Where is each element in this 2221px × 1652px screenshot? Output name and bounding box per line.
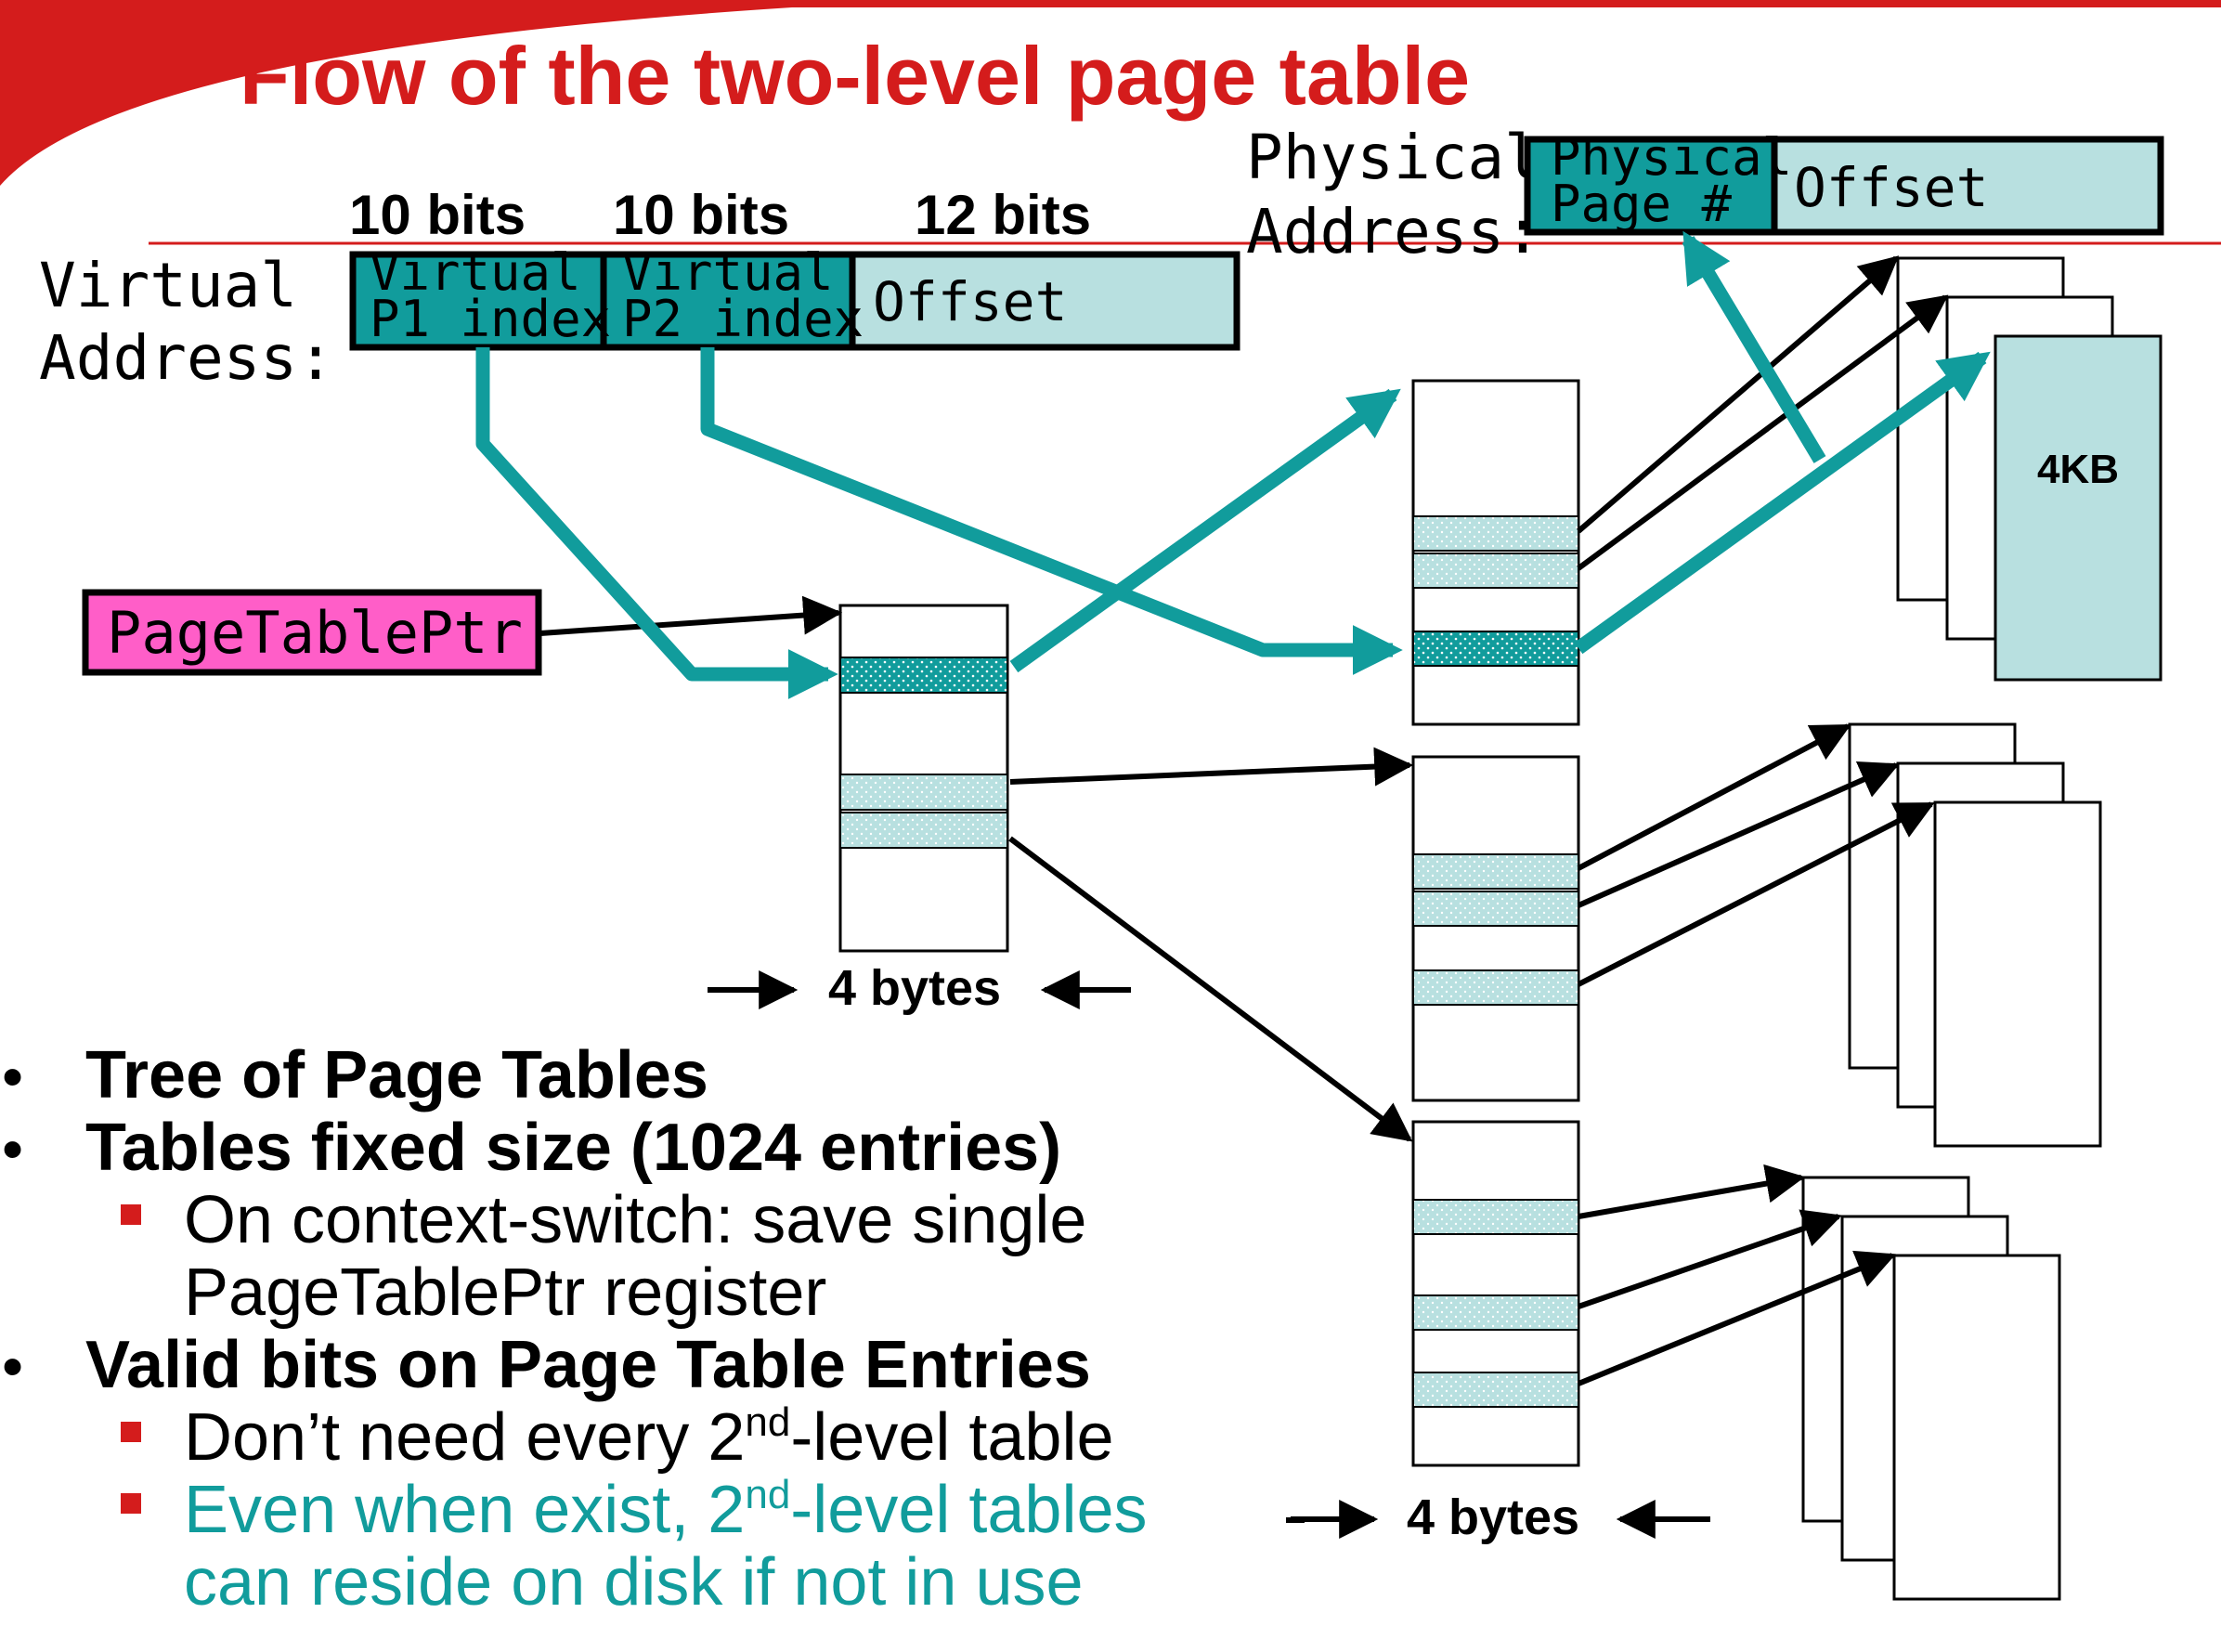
level1-active-entry [839, 657, 1008, 694]
sub-bullet-1-line1: On context-switch: save single [184, 1183, 1086, 1257]
page-size-label: 4KB [2037, 447, 2119, 492]
p1-line2: P1 index [370, 290, 611, 348]
ppn-line2: Page # [1551, 175, 1733, 233]
translation-flow-arrows [475, 230, 1991, 699]
physical-offset-field [1771, 136, 2164, 236]
virtual-address-label-2: Address: [39, 322, 334, 394]
virtual-address-label-1: Virtual [39, 250, 297, 321]
bullet-3: Valid bits on Page Table Entries [85, 1328, 1091, 1402]
sub-bullet-marker [121, 1493, 141, 1514]
physical-address-label-1: Physical [1246, 122, 1541, 193]
p2-line2: P2 index [622, 290, 864, 348]
slide-title: Flow of the two-level page table [240, 30, 1470, 122]
level2-page-table-2 [1411, 755, 1580, 1102]
entry-size-label-bottom: 4 bytes [1407, 1489, 1579, 1545]
level1-entry [839, 812, 1008, 849]
bullet-list: • Tree of Page Tables • Tables fixed siz… [2, 1038, 1147, 1619]
bits-label-p1: 10 bits [349, 184, 526, 246]
physical-pages-2 [1848, 722, 2102, 1148]
p1-line1: Virtual [370, 243, 581, 302]
physical-address-label-2: Address: [1246, 196, 1541, 267]
virtual-p2-index-field [600, 251, 856, 351]
physical-pages-3 [1801, 1176, 2061, 1601]
bullet-dot: • [2, 1332, 23, 1400]
p2-line1: Virtual [622, 243, 834, 302]
physical-page-number-field [1524, 136, 1778, 236]
level2-page-table-3 [1411, 1120, 1580, 1467]
sub-bullet-2: Don’t need every 2nd-level table [184, 1399, 1114, 1475]
level1-entry [839, 774, 1008, 811]
sub-bullet-marker [121, 1422, 141, 1442]
virtual-offset-text: Offset [873, 270, 1068, 333]
virtual-offset-field [849, 251, 1240, 351]
bits-label-offset: 12 bits [915, 184, 1091, 246]
ppn-line1: Physical [1551, 128, 1792, 187]
bullet-dot: • [2, 1114, 23, 1183]
physical-pages-1: 4KB [1896, 256, 2163, 682]
bullet-1: Tree of Page Tables [85, 1038, 708, 1112]
sub-bullet-3-line2: can reside on disk if not in use [184, 1545, 1084, 1619]
level2-page-table-1 [1411, 379, 1580, 726]
bullet-dot: • [2, 1042, 23, 1111]
corner-swoosh [0, 0, 929, 186]
sub-bullet-1-line2: PageTablePtr register [184, 1255, 826, 1330]
size-arrows [708, 970, 1710, 1539]
entry-size-label-top: 4 bytes [828, 960, 1001, 1016]
level2-active-entry [1412, 631, 1579, 667]
physical-offset-text: Offset [1794, 156, 1989, 219]
top-bar [0, 0, 2221, 7]
page-table-ptr-label: PageTablePtr [107, 599, 523, 667]
pointer-arrows [539, 255, 1949, 1523]
target-physical-page [1994, 334, 2163, 682]
sub-bullet-marker [121, 1204, 141, 1225]
bits-label-p2: 10 bits [613, 184, 789, 246]
sub-bullet-3-line1: Even when exist, 2nd-level tables [184, 1472, 1147, 1547]
page-table-ptr-box [82, 589, 542, 676]
level1-page-table [838, 604, 1009, 953]
bullet-2: Tables fixed size (1024 entries) [85, 1111, 1061, 1185]
